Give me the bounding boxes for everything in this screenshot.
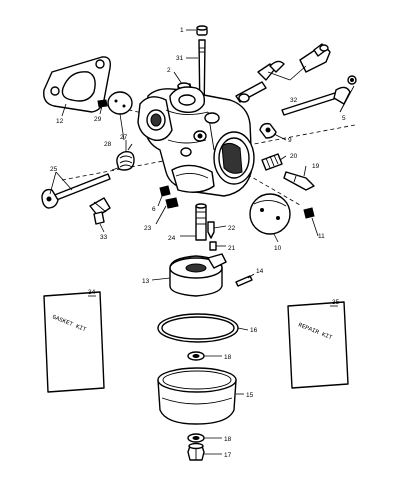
top-cap: [196, 25, 208, 36]
callout-10: 10: [274, 245, 282, 252]
callout-29: 29: [94, 116, 102, 123]
callout-28: 28: [104, 141, 112, 148]
plate-screw: [97, 99, 108, 108]
callout-34: 34: [88, 289, 96, 296]
callout-18-upper: 18: [224, 354, 232, 361]
flange-gasket: [43, 56, 112, 113]
callout-35: 35: [332, 299, 340, 306]
callout-17: 17: [224, 452, 232, 459]
choke-screw: [303, 207, 315, 219]
elbow-fitting: [89, 197, 111, 225]
bowl-nut: [187, 442, 205, 461]
callout-33: 33: [100, 234, 108, 241]
callout-27: 27: [120, 134, 128, 141]
choke-plate: [249, 193, 291, 235]
callout-15: 15: [246, 392, 254, 399]
washer-upper: [187, 351, 205, 361]
callout-14: 14: [256, 268, 264, 275]
gasket-kit-card: GASKET KIT: [43, 291, 105, 393]
choke-axis: [204, 149, 301, 206]
float: [169, 253, 227, 297]
choke-shaft: [281, 75, 357, 116]
callout-21: 21: [228, 245, 236, 252]
idle-lever: [259, 122, 277, 139]
callout-1: 1: [180, 27, 184, 34]
callout-16: 16: [250, 327, 258, 334]
callout-23: 23: [144, 225, 152, 232]
body-screw: [159, 185, 171, 197]
callout-9: 9: [288, 137, 292, 144]
float-bowl: [157, 367, 237, 425]
callout-18-lower: 18: [224, 436, 232, 443]
callout-20: 20: [290, 153, 298, 160]
callout-32: 32: [290, 97, 298, 104]
bowl-gasket: [157, 313, 239, 343]
throttle-plate: [107, 91, 133, 115]
callout-6: 6: [152, 206, 156, 213]
float-pin: [235, 275, 253, 287]
inlet-needle: [207, 221, 215, 239]
choke-lever: [235, 43, 331, 103]
callout-31: 31: [176, 55, 184, 62]
callout-24: 24: [168, 235, 176, 242]
callout-5: 5: [342, 115, 346, 122]
leader-lines: [49, 29, 355, 455]
carburetor-body: [137, 86, 255, 197]
washer-lower: [187, 433, 205, 443]
throttle-shaft: [41, 173, 111, 209]
callout-11: 11: [318, 233, 325, 240]
throttle-spring: [111, 143, 135, 171]
callout-12: 12: [56, 118, 64, 125]
inlet-seat: [195, 203, 207, 241]
callout-25: 25: [50, 166, 58, 173]
repair-kit-card: REPAIR KIT: [287, 301, 349, 389]
needle-spring: [261, 153, 283, 171]
needle-clip: [209, 241, 217, 251]
callout-labels: 1 2 31 12 29 28 27 32 5 9 20 19 10 11 25…: [50, 27, 346, 459]
callout-13: 13: [142, 278, 150, 285]
callout-19: 19: [312, 163, 320, 170]
callout-2: 2: [167, 67, 171, 74]
callout-22: 22: [228, 225, 236, 232]
main-jet: [165, 197, 179, 209]
mixture-needle: [283, 171, 315, 191]
